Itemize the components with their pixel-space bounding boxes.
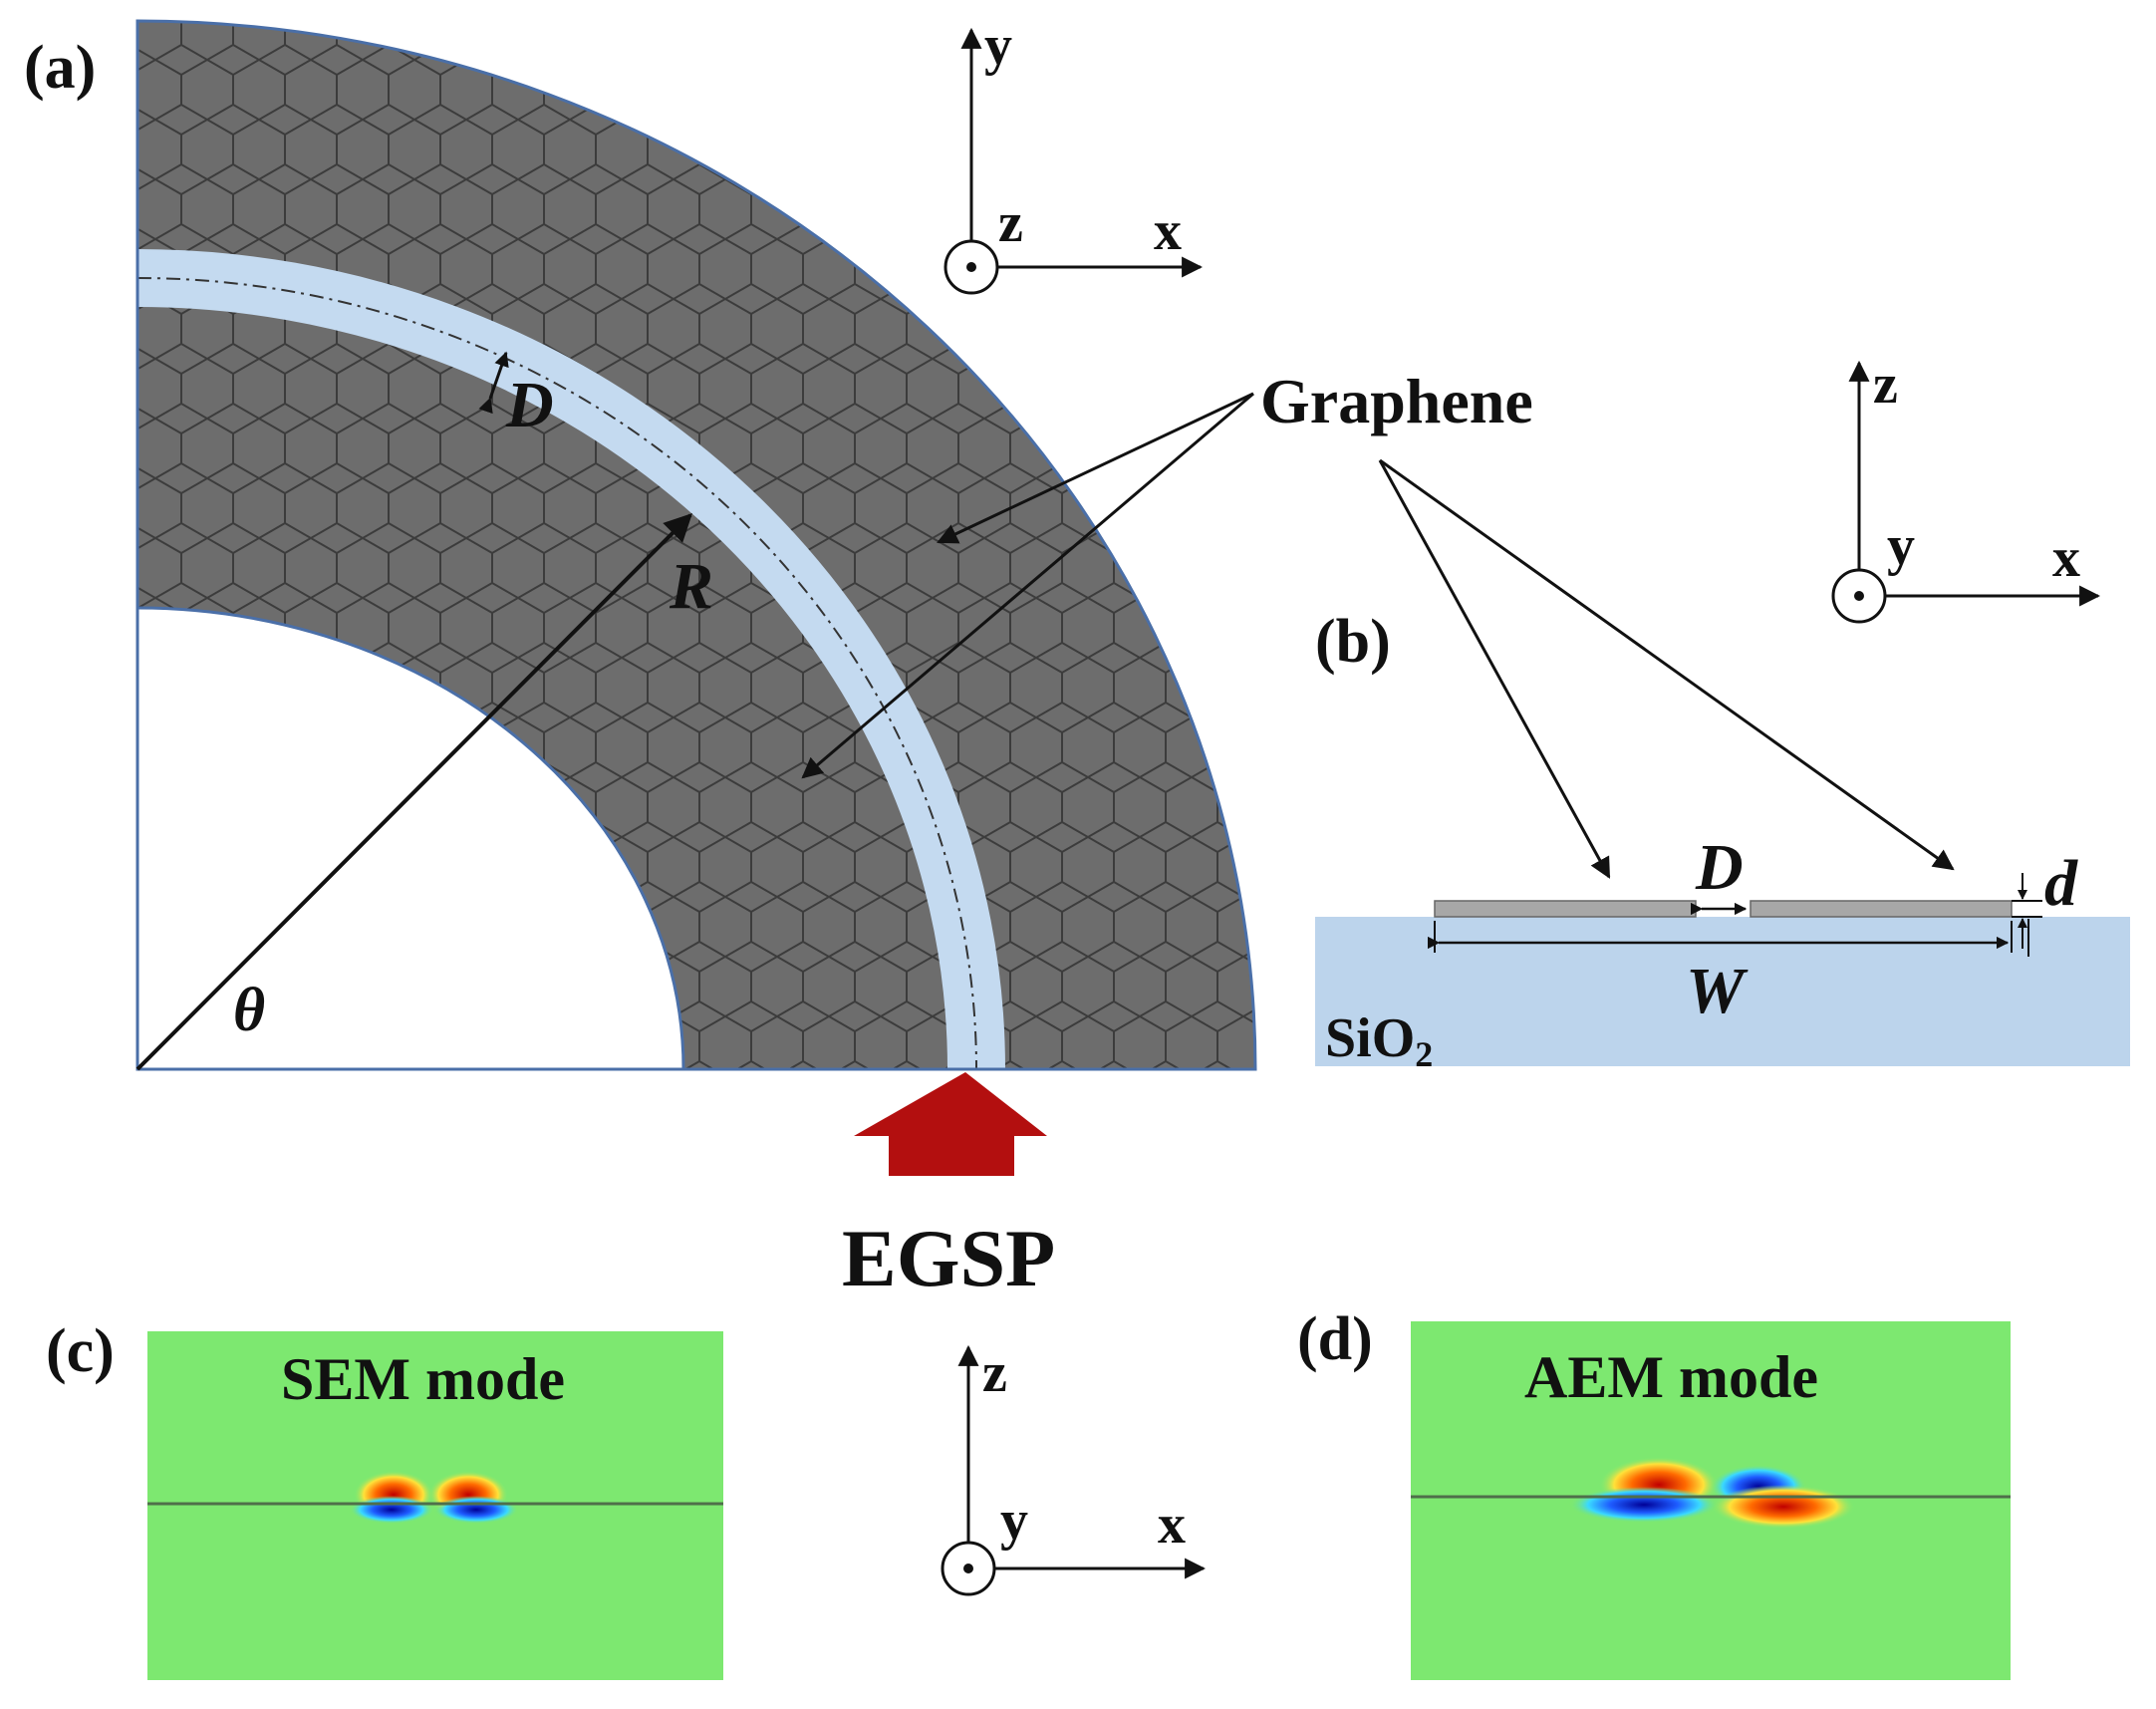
sector-outline: [135, 19, 1257, 1071]
axes-b: z x y: [1831, 354, 2101, 624]
panel-c-label: (c): [46, 1317, 115, 1385]
svg-text:y: y: [1887, 515, 1915, 577]
graphene-strip-left: [1434, 900, 1697, 918]
panel-a-label: (a): [24, 34, 96, 102]
panel-c: (c) SEM mode z x y: [46, 1317, 1207, 1680]
gap-label-a: D: [505, 369, 554, 441]
ring-centerline: [137, 277, 977, 1069]
egsp-label: EGSP: [842, 1213, 1055, 1303]
panel-a: (a) R θ D EGSP y x z: [24, 15, 1257, 1303]
aem-title: AEM mode: [1524, 1344, 1818, 1410]
width-label: W: [1686, 955, 1749, 1027]
egsp-arrow: [854, 1072, 1047, 1176]
angle-label: θ: [233, 977, 265, 1044]
svg-text:y: y: [1000, 1490, 1028, 1552]
svg-text:y: y: [984, 15, 1012, 77]
axes-a: y x z: [943, 15, 1204, 295]
sem-title: SEM mode: [281, 1346, 565, 1412]
inner-white-region: [137, 608, 683, 1069]
graphene-callout: Graphene: [801, 366, 1955, 879]
svg-text:x: x: [2052, 527, 2080, 589]
svg-text:x: x: [1158, 1494, 1186, 1556]
gap-arrow-a: [478, 351, 509, 415]
panel-b: (b) D W d SiO2 z x y: [1315, 354, 2130, 1074]
graphene-ring-sector: [137, 21, 1255, 1069]
svg-text:x: x: [1154, 200, 1182, 262]
gap-label-b: D: [1695, 831, 1744, 904]
panel-b-label: (b): [1315, 608, 1391, 676]
panel-d: (d) AEM mode: [1297, 1305, 2011, 1680]
svg-text:z: z: [998, 192, 1023, 254]
radius-label: R: [669, 550, 713, 623]
graphene-label: Graphene: [1260, 366, 1533, 436]
radius-arrow: [135, 513, 692, 1071]
graphene-strip-right: [1750, 900, 2013, 918]
svg-text:z: z: [1873, 354, 1898, 416]
thickness-label: d: [2044, 847, 2078, 920]
svg-text:z: z: [982, 1342, 1007, 1404]
panel-d-label: (d): [1297, 1305, 1373, 1373]
axes-c: z x y: [941, 1342, 1207, 1596]
sio2-label: SiO2: [1325, 1007, 1433, 1074]
